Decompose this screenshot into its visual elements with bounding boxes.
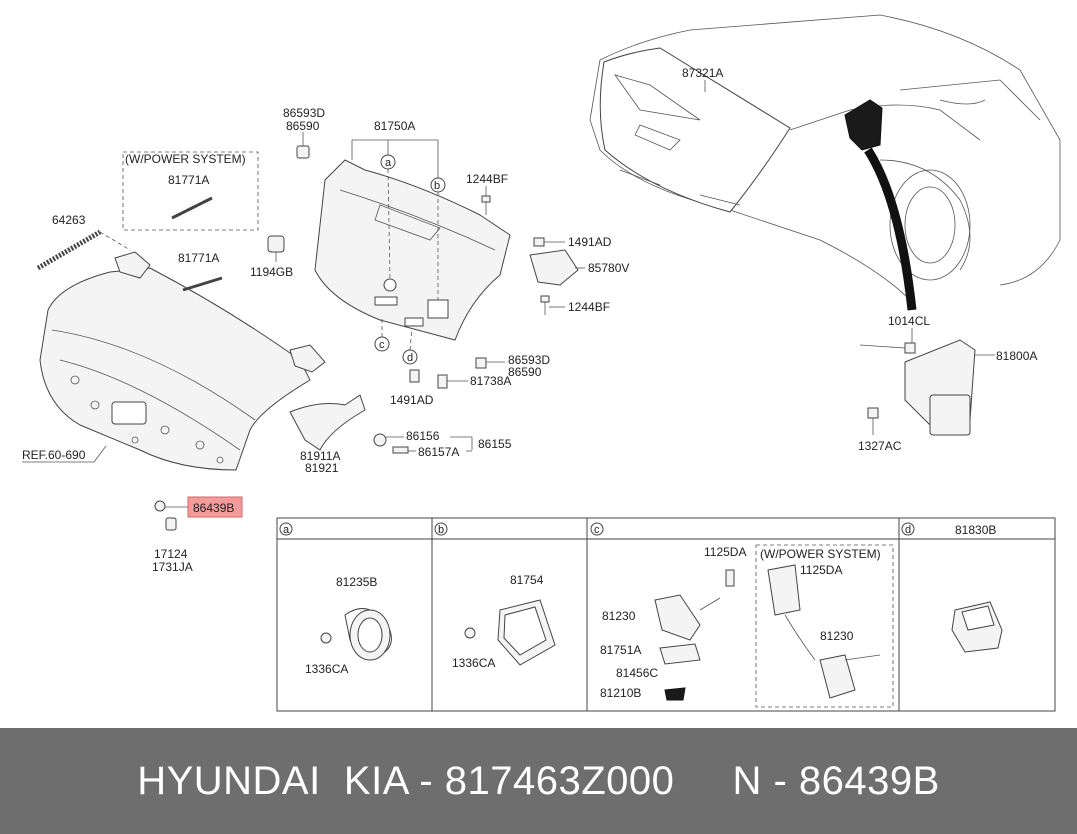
label-86439b-highlighted[interactable]: 86439B (193, 501, 234, 515)
callout-a: a (385, 157, 392, 169)
label-1731ja: 1731JA (152, 560, 193, 574)
label-86155: 86155 (478, 437, 512, 451)
label-85780v: 85780V (588, 261, 629, 275)
label-1491ad-2: 1491AD (390, 393, 434, 407)
table-label-81235b: 81235B (336, 575, 377, 589)
label-1327ac: 1327AC (858, 439, 902, 453)
table-header-b: b (438, 524, 444, 536)
part-number-banner: HYUNDAI KIA - 817463Z000 N - 86439B (0, 728, 1077, 834)
table-header-c: c (594, 524, 600, 536)
label-81800a: 81800A (996, 349, 1037, 363)
hardware-parts (154, 145, 995, 531)
table-label-power-system-2: (W/POWER SYSTEM) (760, 547, 881, 561)
exploded-parts-diagram: 86593D 86590 (W/POWER SYSTEM) 81771A 642… (22, 14, 1061, 712)
table-label-81830b: 81830B (955, 523, 996, 537)
label-17124: 17124 (154, 547, 188, 561)
callout-d: d (407, 352, 413, 364)
callout-b: b (434, 180, 440, 192)
table-label-81230-2: 81230 (820, 629, 854, 643)
label-86590-b: 86590 (508, 365, 542, 379)
label-1244bf-1: 1244BF (466, 172, 508, 186)
car-body-drawing (589, 14, 1061, 311)
table-label-81456c: 81456C (616, 666, 658, 680)
label-86590-a: 86590 (286, 119, 320, 133)
gas-spring-64263 (36, 229, 131, 271)
label-86156: 86156 (406, 429, 440, 443)
label-ref-60-690: REF.60-690 (22, 448, 86, 462)
label-power-system-1: (W/POWER SYSTEM) (125, 152, 246, 166)
label-87321a: 87321A (682, 66, 723, 80)
label-1491ad-1: 1491AD (568, 235, 612, 249)
label-1244bf-2: 1244BF (568, 300, 610, 314)
callout-labels: 86593D 86590 (W/POWER SYSTEM) 81771A 642… (22, 66, 1037, 574)
label-86157a: 86157A (418, 445, 459, 459)
label-81921: 81921 (305, 461, 339, 475)
highlighted-part-box[interactable] (187, 496, 243, 518)
trunk-lid-drawing (39, 251, 326, 471)
table-label-81754: 81754 (510, 573, 544, 587)
table-header-a: a (283, 524, 290, 536)
callout-c: c (379, 339, 385, 351)
leader-lines (22, 80, 913, 508)
table-label-1125da-2: 1125DA (800, 563, 842, 577)
banner-text: HYUNDAI KIA - 817463Z000 N - 86439B (137, 758, 940, 803)
table-label-81751a: 81751A (600, 643, 641, 657)
table-label-81210b: 81210B (600, 686, 641, 700)
label-64263: 64263 (52, 213, 86, 227)
label-81750a: 81750A (374, 119, 415, 133)
table-label-1125da-1: 1125DA (704, 545, 746, 559)
table-label-1336ca-1: 1336CA (305, 662, 348, 676)
lift-stay-81771a (122, 151, 259, 292)
table-label-1336ca-2: 1336CA (452, 656, 495, 670)
table-header-d: d (905, 524, 911, 536)
label-81771a-2: 81771A (178, 251, 219, 265)
label-1194gb: 1194GB (250, 265, 293, 279)
label-81738a: 81738A (470, 374, 511, 388)
label-86593d-a: 86593D (283, 106, 325, 120)
label-1014cl: 1014CL (888, 314, 930, 328)
label-81771a-1: 81771A (168, 173, 209, 187)
table-label-81230-1: 81230 (602, 609, 636, 623)
label-81911a: 81911A (300, 449, 340, 463)
label-86593d-b: 86593D (508, 353, 550, 367)
detail-table: a b c d 81830B 81235B 1336CA 81754 1336C… (276, 517, 1056, 712)
trunk-trim-panel (314, 139, 511, 365)
